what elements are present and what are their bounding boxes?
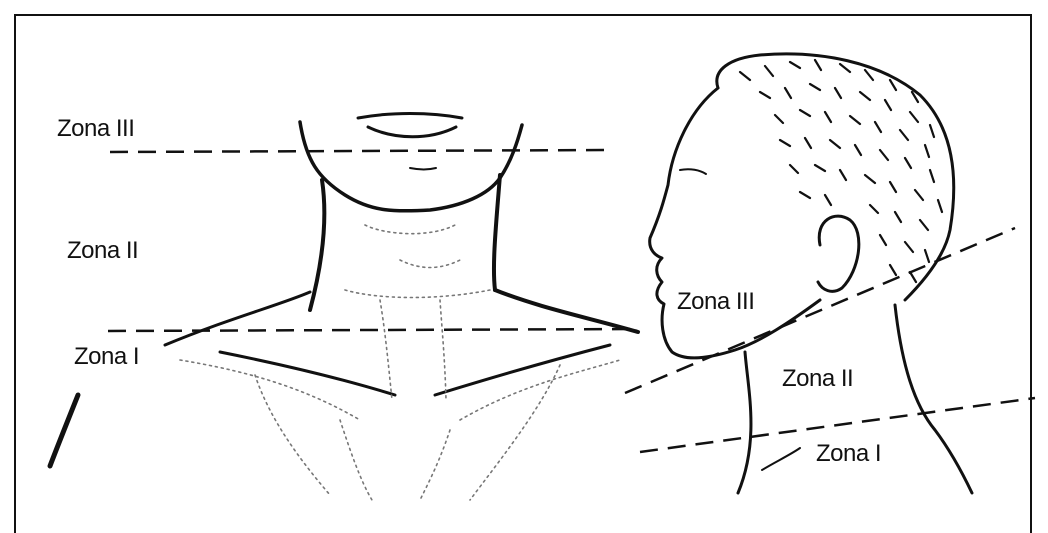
- side-face-profile: [650, 88, 820, 358]
- side-zone1-label: Zona I: [816, 440, 881, 468]
- front-shoulder-left: [165, 292, 310, 345]
- front-view-dotted-anatomy: [180, 225, 620, 500]
- front-zone1-label: Zona I: [74, 343, 139, 371]
- front-nose-line: [410, 168, 436, 170]
- side-zone3-label: Zona III: [677, 288, 754, 316]
- front-view-neck: [50, 114, 638, 467]
- side-zone2-label: Zona II: [782, 365, 853, 393]
- front-divider-zone1: [108, 329, 640, 331]
- side-zone-divider-lines: [625, 228, 1035, 452]
- side-neck-back: [895, 305, 972, 493]
- front-zone3-label: Zona III: [57, 115, 134, 143]
- front-neck-left: [310, 180, 324, 310]
- side-eye: [680, 169, 706, 174]
- front-zone2-label: Zona II: [67, 237, 138, 265]
- front-mouth: [358, 114, 462, 137]
- side-ear: [818, 216, 859, 291]
- front-neck-right: [494, 175, 500, 290]
- side-hair-outline: [717, 54, 954, 300]
- side-hair-texture: [740, 60, 942, 282]
- front-arm-edge: [50, 395, 78, 466]
- front-shoulder-right: [495, 290, 638, 332]
- front-zone-divider-lines: [108, 150, 640, 331]
- side-neck-crease: [762, 448, 800, 470]
- side-view-head: [650, 54, 972, 493]
- side-neck-front: [738, 352, 751, 493]
- front-divider-zone3: [110, 150, 610, 152]
